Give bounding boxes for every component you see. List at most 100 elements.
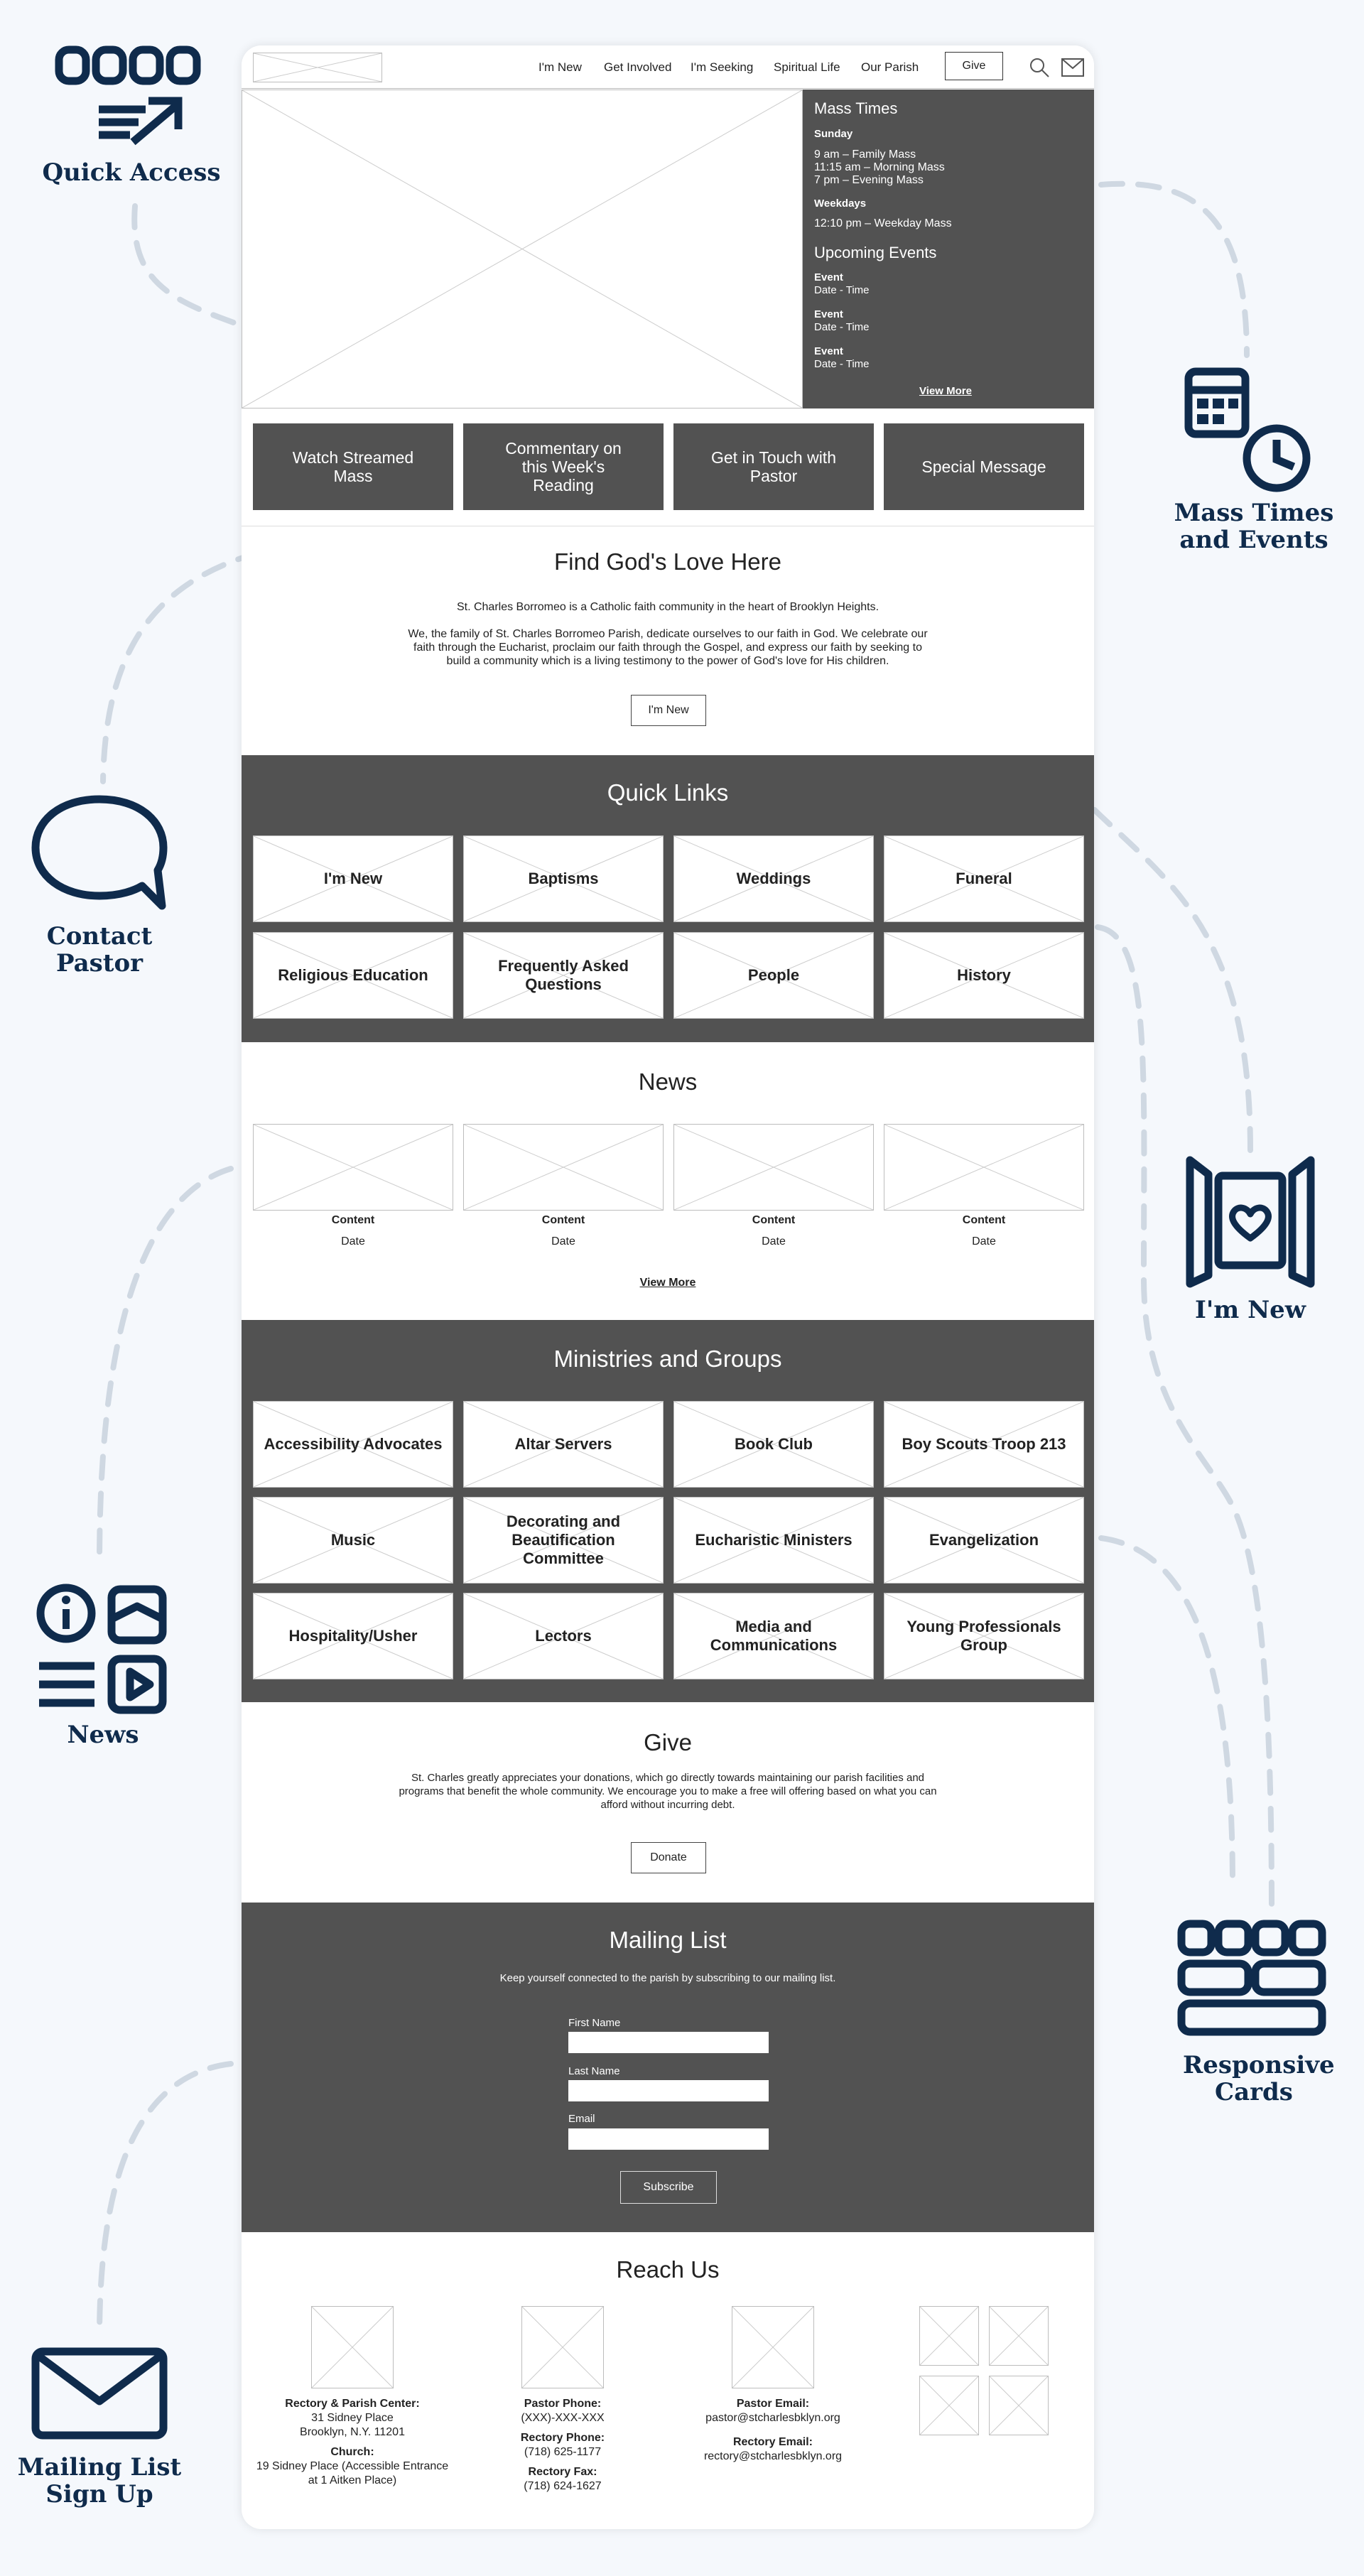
event-name[interactable]: Event: [814, 345, 843, 357]
annotation-news: News: [28, 1581, 178, 1748]
address-image-placeholder: [311, 2306, 394, 2388]
reach-us-title: Reach Us: [616, 2256, 720, 2283]
ministry-card[interactable]: Accessibility Advocates: [253, 1401, 453, 1488]
quick-link-card[interactable]: Religious Education: [253, 932, 453, 1019]
news-image-placeholder[interactable]: [463, 1124, 664, 1211]
weekday-time: 12:10 pm – Weekday Mass: [814, 217, 952, 229]
cards-grid-icon: [1177, 1920, 1326, 2036]
email-field[interactable]: [568, 2128, 769, 2150]
nav-im-seeking[interactable]: I'm Seeking: [691, 60, 754, 74]
quick-link-card-label: Frequently Asked Questions: [498, 957, 629, 993]
nav-im-new[interactable]: I'm New: [538, 60, 582, 74]
first-name-field[interactable]: [568, 2032, 769, 2053]
news-item-content[interactable]: Content: [541, 1214, 585, 1226]
annotation-contact-pastor-label: Contact Pastor: [46, 922, 153, 978]
watch-streamed-mass-button[interactable]: Watch Streamed Mass: [253, 423, 453, 510]
mass-times-title: Mass Times: [814, 99, 898, 117]
rectory-email-value[interactable]: rectory@stcharlesbklyn.org: [703, 2450, 843, 2462]
give-paragraph-line: St. Charles greatly appreciates your don…: [411, 1772, 925, 1784]
ministry-card[interactable]: Young Professionals Group: [884, 1593, 1084, 1679]
event-name[interactable]: Event: [814, 308, 843, 320]
mail-icon[interactable]: [1061, 58, 1084, 77]
quick-link-card[interactable]: Baptisms: [463, 835, 664, 922]
quick-link-card-label: History: [957, 966, 1011, 984]
events-view-more-link[interactable]: View More: [919, 385, 972, 397]
social-icon-placeholder[interactable]: [919, 2376, 979, 2435]
quick-link-card[interactable]: People: [673, 932, 874, 1019]
annotation-responsive-cards-label: Responsive Cards: [1183, 2051, 1335, 2106]
ministry-card[interactable]: Hospitality/Usher: [253, 1593, 453, 1679]
search-icon[interactable]: [1029, 57, 1050, 78]
news-item-content[interactable]: Content: [331, 1214, 375, 1226]
envelope-icon: [31, 2347, 168, 2440]
news-title: News: [638, 1068, 698, 1095]
church-address-line: at 1 Aitken Place): [308, 2474, 397, 2486]
quick-links-title: Quick Links: [607, 779, 729, 806]
pastor-phone-value[interactable]: (XXX)-XXX-XXX: [521, 2412, 605, 2424]
ministry-card[interactable]: Decorating and Beautification Committee: [463, 1497, 664, 1584]
nav-spiritual-life[interactable]: Spiritual Life: [774, 60, 840, 74]
nav-get-involved[interactable]: Get Involved: [604, 60, 672, 74]
quick-link-card-label: I'm New: [323, 870, 383, 887]
quick-link-card[interactable]: Weddings: [673, 835, 874, 922]
ministry-card[interactable]: Boy Scouts Troop 213: [884, 1401, 1084, 1488]
quick-link-card[interactable]: Funeral: [884, 835, 1084, 922]
social-icon-placeholder[interactable]: [919, 2306, 979, 2366]
social-icon-placeholder[interactable]: [989, 2306, 1049, 2366]
news-image-placeholder[interactable]: [253, 1124, 453, 1211]
rectory-phone-value[interactable]: (718) 625-1177: [524, 2446, 602, 2458]
quick-link-card[interactable]: History: [884, 932, 1084, 1019]
weekly-commentary-button[interactable]: Commentary on this Week's Reading: [463, 423, 664, 510]
quick-link-card[interactable]: I'm New: [253, 835, 453, 922]
news-item-date: Date: [972, 1235, 996, 1248]
first-name-label: First Name: [568, 2017, 621, 2029]
special-message-button[interactable]: Special Message: [884, 423, 1084, 510]
ministry-card-label: Altar Servers: [514, 1435, 612, 1453]
sunday-label: Sunday: [814, 128, 853, 140]
annotation-mailing-list: Mailing List Sign Up: [14, 2344, 185, 2508]
give-nav-button[interactable]: Give: [945, 52, 1003, 80]
ministry-card-label: Lectors: [535, 1627, 592, 1645]
rectory-phone-label: Rectory Phone:: [520, 2432, 605, 2444]
annotation-contact-pastor: Contact Pastor: [14, 792, 185, 977]
site-logo[interactable]: [253, 53, 382, 82]
news-image-placeholder[interactable]: [673, 1124, 874, 1211]
annotation-im-new: I'm New: [1179, 1154, 1321, 1324]
subscribe-button[interactable]: Subscribe: [620, 2171, 717, 2204]
ministry-card[interactable]: Music: [253, 1497, 453, 1584]
ministry-card[interactable]: Evangelization: [884, 1497, 1084, 1584]
address-column: Rectory & Parish Center: 31 Sidney Place…: [252, 2397, 453, 2488]
ministry-card[interactable]: Eucharistic Ministers: [673, 1497, 874, 1584]
ministry-card[interactable]: Media and Communications: [673, 1593, 874, 1679]
im-new-button[interactable]: I'm New: [631, 695, 706, 726]
ministry-card-label: Book Club: [735, 1435, 813, 1453]
quick-link-card-label: Funeral: [956, 870, 1012, 887]
news-view-more-link[interactable]: View More: [639, 1277, 696, 1289]
address-line: Brooklyn, N.Y. 11201: [300, 2426, 405, 2438]
ministry-card[interactable]: Book Club: [673, 1401, 874, 1488]
intro-paragraph-line: We, the family of St. Charles Borromeo P…: [408, 628, 928, 640]
ministry-card-label: Hospitality/Usher: [288, 1627, 418, 1645]
news-image-placeholder[interactable]: [884, 1124, 1084, 1211]
news-item-content[interactable]: Content: [962, 1214, 1006, 1226]
contact-pastor-button[interactable]: Get in Touch with Pastor: [673, 423, 874, 510]
ministry-card-label: Decorating and Beautification Committee: [506, 1512, 621, 1567]
event-name[interactable]: Event: [814, 271, 843, 283]
nav-our-parish[interactable]: Our Parish: [861, 60, 919, 74]
news-item-date: Date: [341, 1235, 365, 1248]
donate-button[interactable]: Donate: [631, 1842, 706, 1873]
event-when: Date - Time: [814, 284, 870, 296]
ministry-card[interactable]: Altar Servers: [463, 1401, 664, 1488]
quick-link-card[interactable]: Frequently Asked Questions: [463, 932, 664, 1019]
give-title: Give: [644, 1729, 692, 1755]
annotation-im-new-label: I'm New: [1194, 1296, 1306, 1324]
speech-bubble-icon: [31, 795, 168, 910]
quick-link-card-label: Baptisms: [528, 870, 599, 887]
pastor-email-value[interactable]: pastor@stcharlesbklyn.org: [705, 2412, 840, 2424]
last-name-field[interactable]: [568, 2080, 769, 2101]
social-icon-placeholder[interactable]: [989, 2376, 1049, 2435]
news-item-content[interactable]: Content: [752, 1214, 796, 1226]
upcoming-events-title: Upcoming Events: [814, 244, 937, 261]
annotation-responsive-cards: Responsive Cards: [1172, 1918, 1336, 2106]
ministry-card[interactable]: Lectors: [463, 1593, 664, 1679]
